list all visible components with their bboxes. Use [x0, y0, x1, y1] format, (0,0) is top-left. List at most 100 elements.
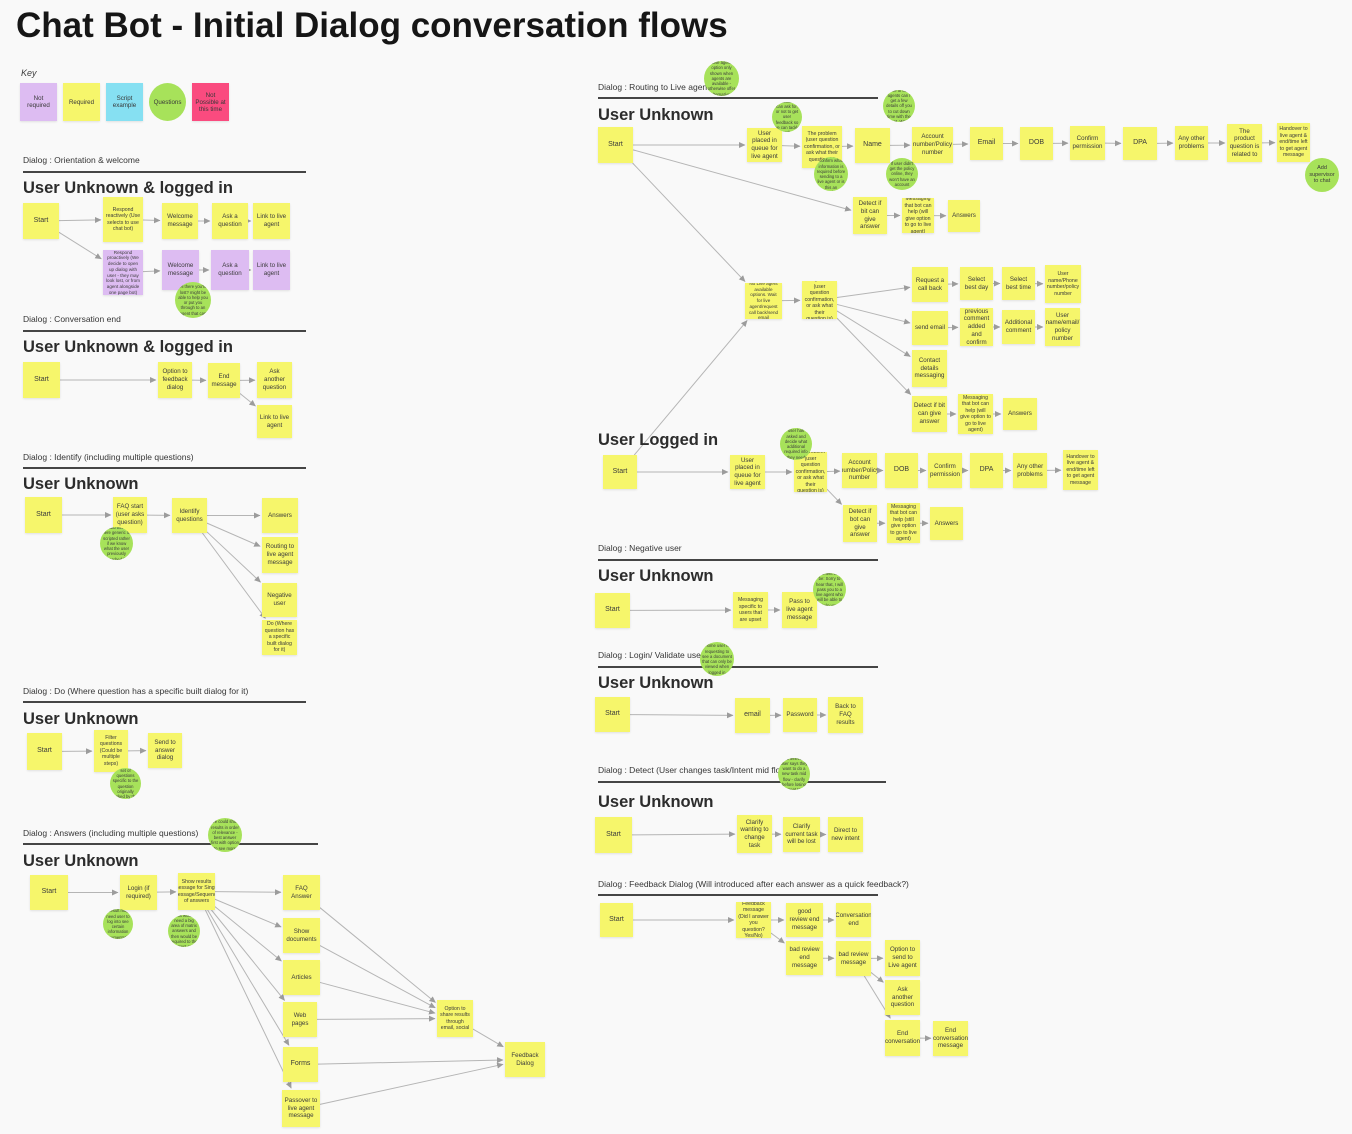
sticky-note-s6_dpa[interactable]: DPA — [1123, 127, 1157, 160]
sticky-note-s5_docs[interactable]: Show documents — [283, 918, 320, 953]
sticky-note-s2_end[interactable]: End message — [208, 363, 240, 398]
sticky-note-s6_product[interactable]: The product question is related to — [1227, 124, 1262, 162]
sticky-note-s4_start[interactable]: Start — [27, 733, 62, 770]
sticky-note-s7_callback[interactable]: Request a call back — [912, 267, 948, 302]
sticky-note-s5_forms[interactable]: Forms — [283, 1047, 318, 1082]
sticky-note-s7_prev[interactable]: previous comment added and confirm — [960, 308, 993, 346]
question-note-s10_note[interactable]: Home user is requesting to see a documen… — [700, 642, 734, 676]
sticky-note-s8_queue[interactable]: User placed in queue for live agent — [730, 455, 765, 489]
sticky-note-s12_optsend[interactable]: Option to send to Live agent — [885, 940, 920, 976]
sticky-note-s10_start[interactable]: Start — [595, 697, 630, 732]
sticky-note-s8_confirm[interactable]: Confirm permission — [928, 453, 962, 488]
sticky-note-s5_show[interactable]: Show results message for Single message/… — [178, 873, 215, 910]
sticky-note-s7_answers[interactable]: Answers — [1003, 398, 1037, 430]
question-note-s6_note_name[interactable]: Before I transfer you to one of our agen… — [883, 90, 915, 122]
sticky-note-s11_clarify2[interactable]: Clarify current task will be lost — [783, 817, 820, 852]
sticky-note-s7_email[interactable]: send email — [912, 311, 948, 345]
question-note-s9_note[interactable]: comment could be: Sorry to hear that, I … — [813, 573, 846, 606]
sticky-note-s5_articles[interactable]: Articles — [283, 960, 320, 995]
sticky-note-s6_msg[interactable]: Messaging that bot can help (will give o… — [902, 198, 934, 233]
key-swatch-script[interactable]: Script example — [106, 83, 143, 121]
sticky-note-s8_msg[interactable]: Messaging that bot can help (still give … — [887, 503, 920, 543]
sticky-note-s8_account[interactable]: Account number/Policy number — [842, 453, 877, 488]
sticky-note-s12_good[interactable]: good review end message — [786, 903, 823, 937]
question-note-s5_note_login[interactable]: Result may need user to log into see cer… — [103, 909, 133, 939]
sticky-note-s1_welcome1[interactable]: Welcome message — [162, 203, 198, 239]
sticky-note-s1_ask2[interactable]: Ask a question — [211, 250, 249, 290]
sticky-note-s11_clarify1[interactable]: Clarify wanting to change task — [737, 815, 772, 853]
sticky-note-s6_confirm[interactable]: Confirm permission — [1070, 126, 1105, 160]
sticky-note-s7_contact[interactable]: Contact details messaging — [912, 350, 947, 387]
sticky-note-s6_queue[interactable]: User placed in queue for live agent — [747, 128, 782, 162]
sticky-note-s9_start[interactable]: Start — [595, 593, 630, 628]
sticky-note-s6_detect[interactable]: Detect if bit can give answer — [853, 197, 887, 234]
sticky-note-s6_answers[interactable]: Answers — [948, 200, 980, 232]
sticky-note-s8_any[interactable]: Any other problems — [1013, 453, 1047, 488]
sticky-note-s10_email[interactable]: email — [735, 698, 770, 733]
sticky-note-s1_react[interactable]: Respond reactively (Use selects to use c… — [103, 197, 143, 242]
sticky-note-s9_msg[interactable]: Messaging specific to users that are ups… — [733, 592, 768, 628]
sticky-note-s12_askq[interactable]: Ask another question — [885, 980, 920, 1015]
sticky-note-s2_start[interactable]: Start — [23, 362, 60, 398]
question-note-s4_note[interactable]: This would have to be a set of questions… — [110, 768, 141, 799]
sticky-note-s6_handover[interactable]: Handover to live agent & end/time left t… — [1277, 123, 1310, 162]
sticky-note-s7_phone[interactable]: User name/Phone number/policy number — [1045, 265, 1081, 303]
sticky-note-s7_day[interactable]: Select best day — [960, 267, 993, 300]
sticky-note-s5_login[interactable]: Login (if required) — [120, 875, 157, 910]
sticky-note-s3_answers[interactable]: Answers — [262, 498, 298, 533]
sticky-note-s12_badend[interactable]: bad review end message — [786, 941, 823, 975]
sticky-note-s3_start[interactable]: Start — [25, 497, 62, 533]
sticky-note-s1_start[interactable]: Start — [23, 203, 59, 239]
sticky-note-s3_routing[interactable]: Routing to live agent message — [262, 537, 298, 573]
sticky-note-s6_account[interactable]: Account number/Policy number — [912, 127, 953, 163]
question-note-s6_sup[interactable]: Add supervisor to chat — [1305, 158, 1339, 192]
sticky-note-s7_uemail[interactable]: User name/email/ policy number — [1045, 308, 1080, 346]
sticky-note-s7_addc[interactable]: Additional comment — [1002, 310, 1035, 344]
question-note-s11_note[interactable]: Whenever user says they want to do a new… — [778, 758, 810, 790]
sticky-note-s12_start[interactable]: Start — [600, 903, 633, 937]
sticky-note-s12_fmsg[interactable]: Feedback message (Did I answer you quest… — [736, 902, 771, 938]
sticky-note-s2_option[interactable]: Option to feedback dialog — [158, 362, 192, 398]
sticky-note-s10_back[interactable]: Back to FAQ results — [828, 697, 863, 733]
sticky-note-s6_dob[interactable]: DOB — [1020, 127, 1053, 160]
sticky-note-s8_dpa[interactable]: DPA — [970, 453, 1003, 488]
sticky-note-s8_dob[interactable]: DOB — [885, 453, 918, 488]
sticky-note-s3_identify[interactable]: Identify questions — [172, 498, 207, 533]
sticky-note-s6_email[interactable]: Email — [970, 127, 1003, 160]
question-note-s6_note_account[interactable]: If user didn't get the policy online, th… — [886, 158, 918, 190]
sticky-note-s5_faq[interactable]: FAQ Answer — [283, 875, 320, 910]
question-note-s6_note_queue[interactable]: What is the minimum we can ask for, or n… — [772, 102, 802, 132]
key-swatch-notPossible[interactable]: Not Possible at this time — [192, 83, 229, 121]
sticky-note-s4_filter[interactable]: Filter questions (Could be multiple step… — [94, 730, 128, 772]
question-note-s6_note_problem[interactable]: Ask this question & confirm what informa… — [814, 157, 848, 191]
sticky-note-s3_negative[interactable]: Negative user — [262, 583, 297, 617]
key-swatch-required[interactable]: Required — [63, 83, 100, 121]
sticky-note-s5_feedback[interactable]: Feedback Dialog — [505, 1042, 545, 1077]
sticky-note-s2_link[interactable]: Link to live agent — [257, 405, 292, 438]
sticky-note-s3_faq[interactable]: FAQ start (user asks question) — [113, 497, 147, 533]
sticky-note-s12_endconv[interactable]: End conversation — [885, 1020, 920, 1056]
sticky-note-s5_share[interactable]: Option to share results through email, s… — [437, 1000, 473, 1037]
sticky-note-s8_handover[interactable]: Handover to live agent & end/time left t… — [1063, 450, 1098, 490]
question-note-s3_note[interactable]: Would this be here generic or scripted r… — [100, 527, 133, 560]
question-note-s5_note_show[interactable]: This would need a big area of matrix ans… — [168, 915, 200, 947]
question-note-s6_note_top[interactable]: Live agent option only shown when agents… — [704, 61, 739, 96]
sticky-note-s1_proact[interactable]: Respond proactively (We decide to open u… — [103, 250, 143, 295]
question-note-s8_note[interactable]: Would this detail what the user has aske… — [780, 428, 812, 460]
sticky-note-s11_direct[interactable]: Direct to new intent — [828, 817, 863, 852]
sticky-note-s7_msg[interactable]: Messaging that bot can help (will give o… — [958, 394, 993, 434]
sticky-note-s12_convend[interactable]: Conversation end — [836, 903, 871, 937]
key-swatch-questions[interactable]: Questions — [149, 83, 186, 121]
sticky-note-s8_problem[interactable]: The problem (user question confirmation,… — [794, 452, 827, 492]
question-note-s1_note[interactable]: Hi there you're lost? might be able to h… — [175, 282, 211, 318]
sticky-note-s6_start[interactable]: Start — [598, 127, 633, 163]
sticky-note-s8_answers[interactable]: Answers — [930, 507, 963, 540]
sticky-note-s4_send[interactable]: Send to answer dialog — [148, 733, 182, 768]
sticky-note-s5_start[interactable]: Start — [30, 875, 68, 910]
sticky-note-s7_noagent[interactable]: No Live agent available options. Wait fo… — [745, 283, 782, 319]
sticky-note-s8_detect[interactable]: Detect if bot can give answer — [843, 505, 877, 542]
sticky-note-s1_link1[interactable]: Link to live agent — [253, 203, 290, 239]
sticky-note-s1_link2[interactable]: Link to live agent — [253, 250, 290, 290]
sticky-note-s1_ask1[interactable]: Ask a question — [212, 203, 248, 239]
